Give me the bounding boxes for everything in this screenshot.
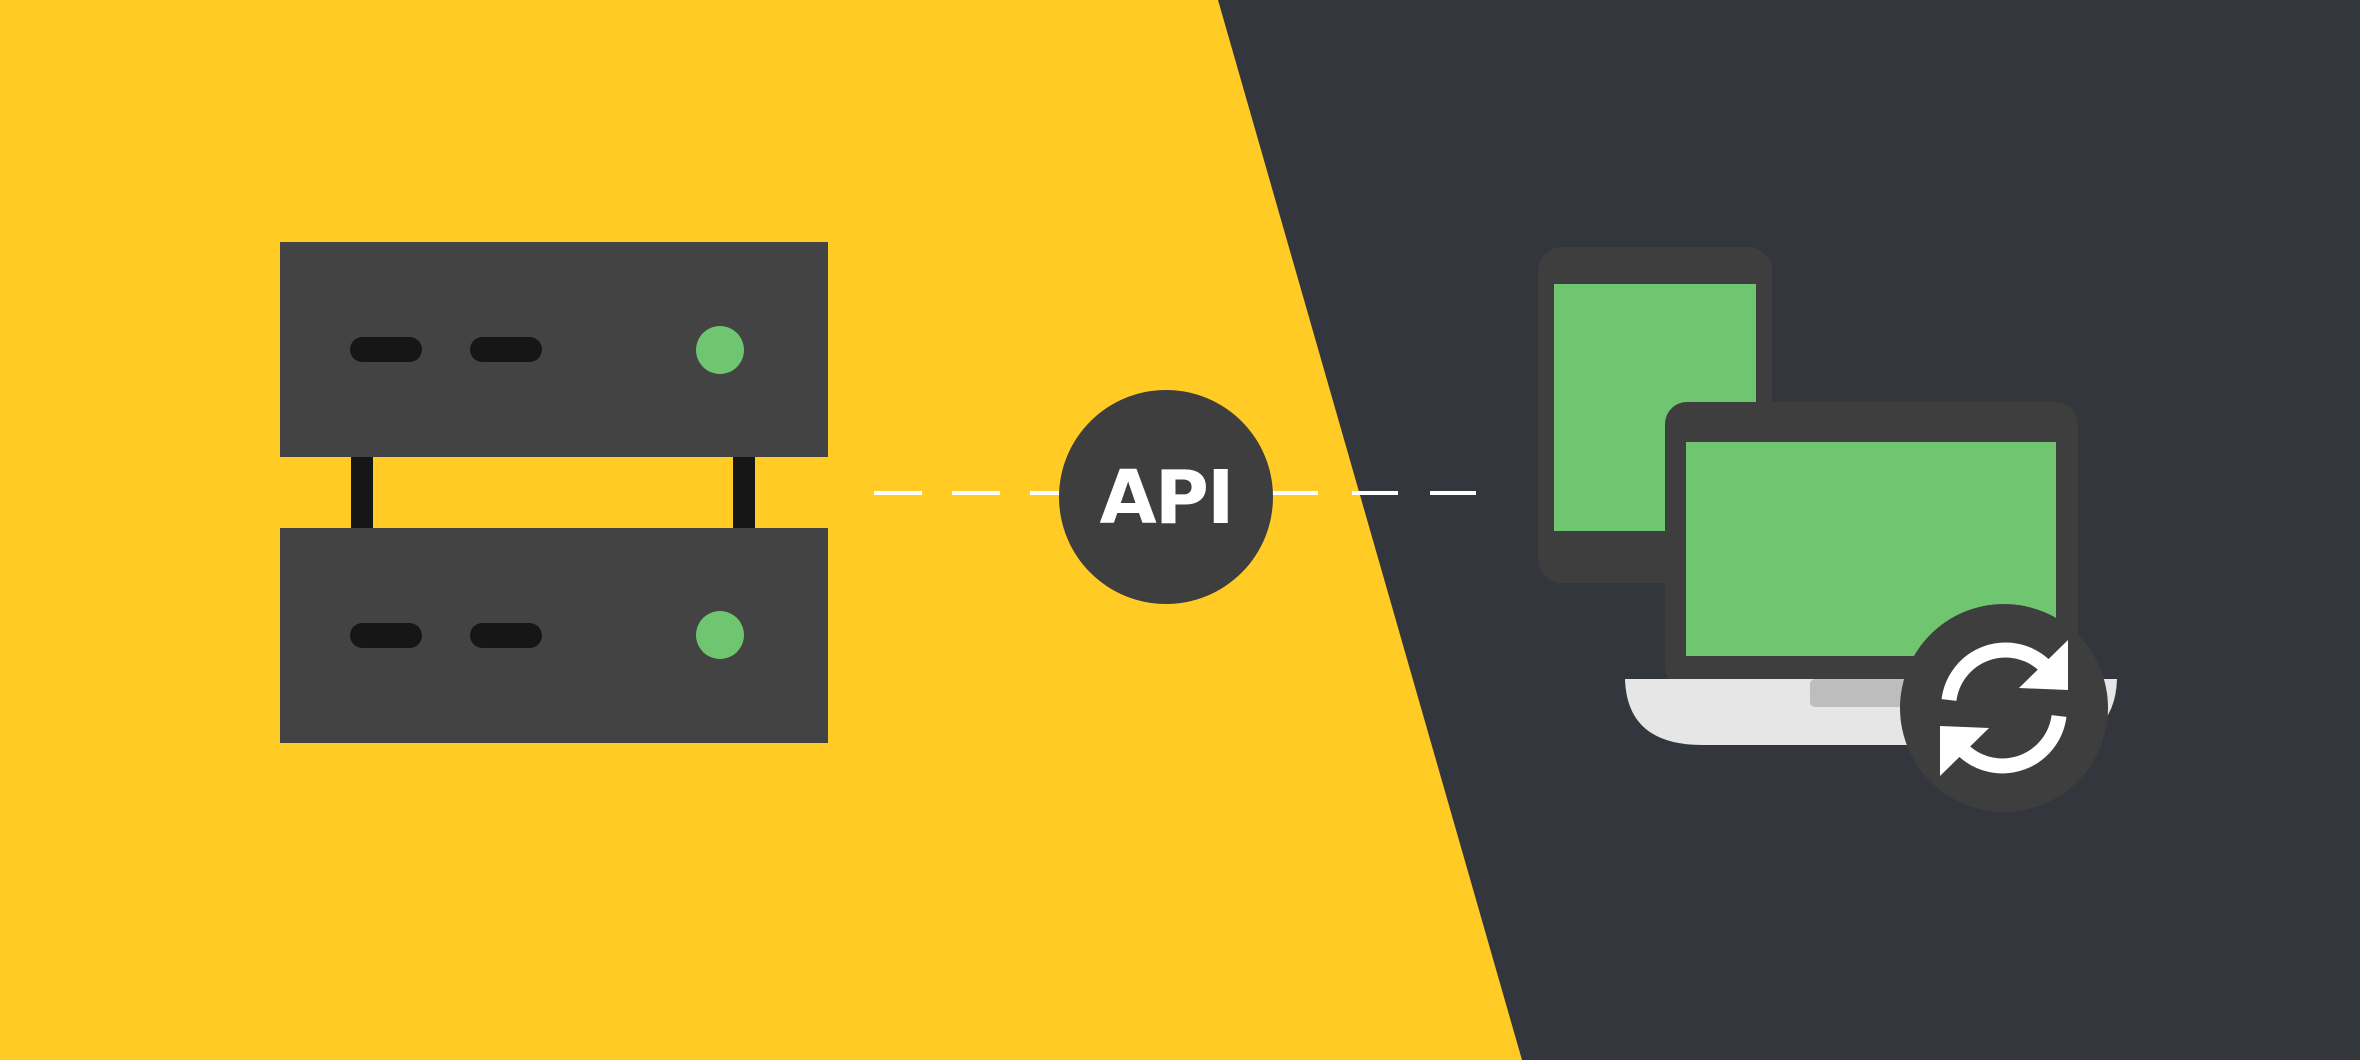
status-led (696, 611, 744, 659)
server-unit-top (280, 242, 828, 457)
sync-icon (1941, 642, 2067, 774)
sync-arrowheads (1940, 640, 2068, 776)
server-connector-left (351, 455, 373, 530)
api-label: API (1099, 455, 1232, 541)
api-badge: API (1059, 390, 1273, 604)
status-led (696, 326, 744, 374)
server-stack-icon (280, 242, 828, 743)
sync-badge (1900, 604, 2108, 812)
server-connector-right (733, 455, 755, 530)
server-slot (470, 623, 542, 648)
server-slot (350, 337, 422, 362)
server-slot (350, 623, 422, 648)
devices-icon (1538, 247, 2117, 812)
server-unit-bottom (280, 528, 828, 743)
server-slot (470, 337, 542, 362)
